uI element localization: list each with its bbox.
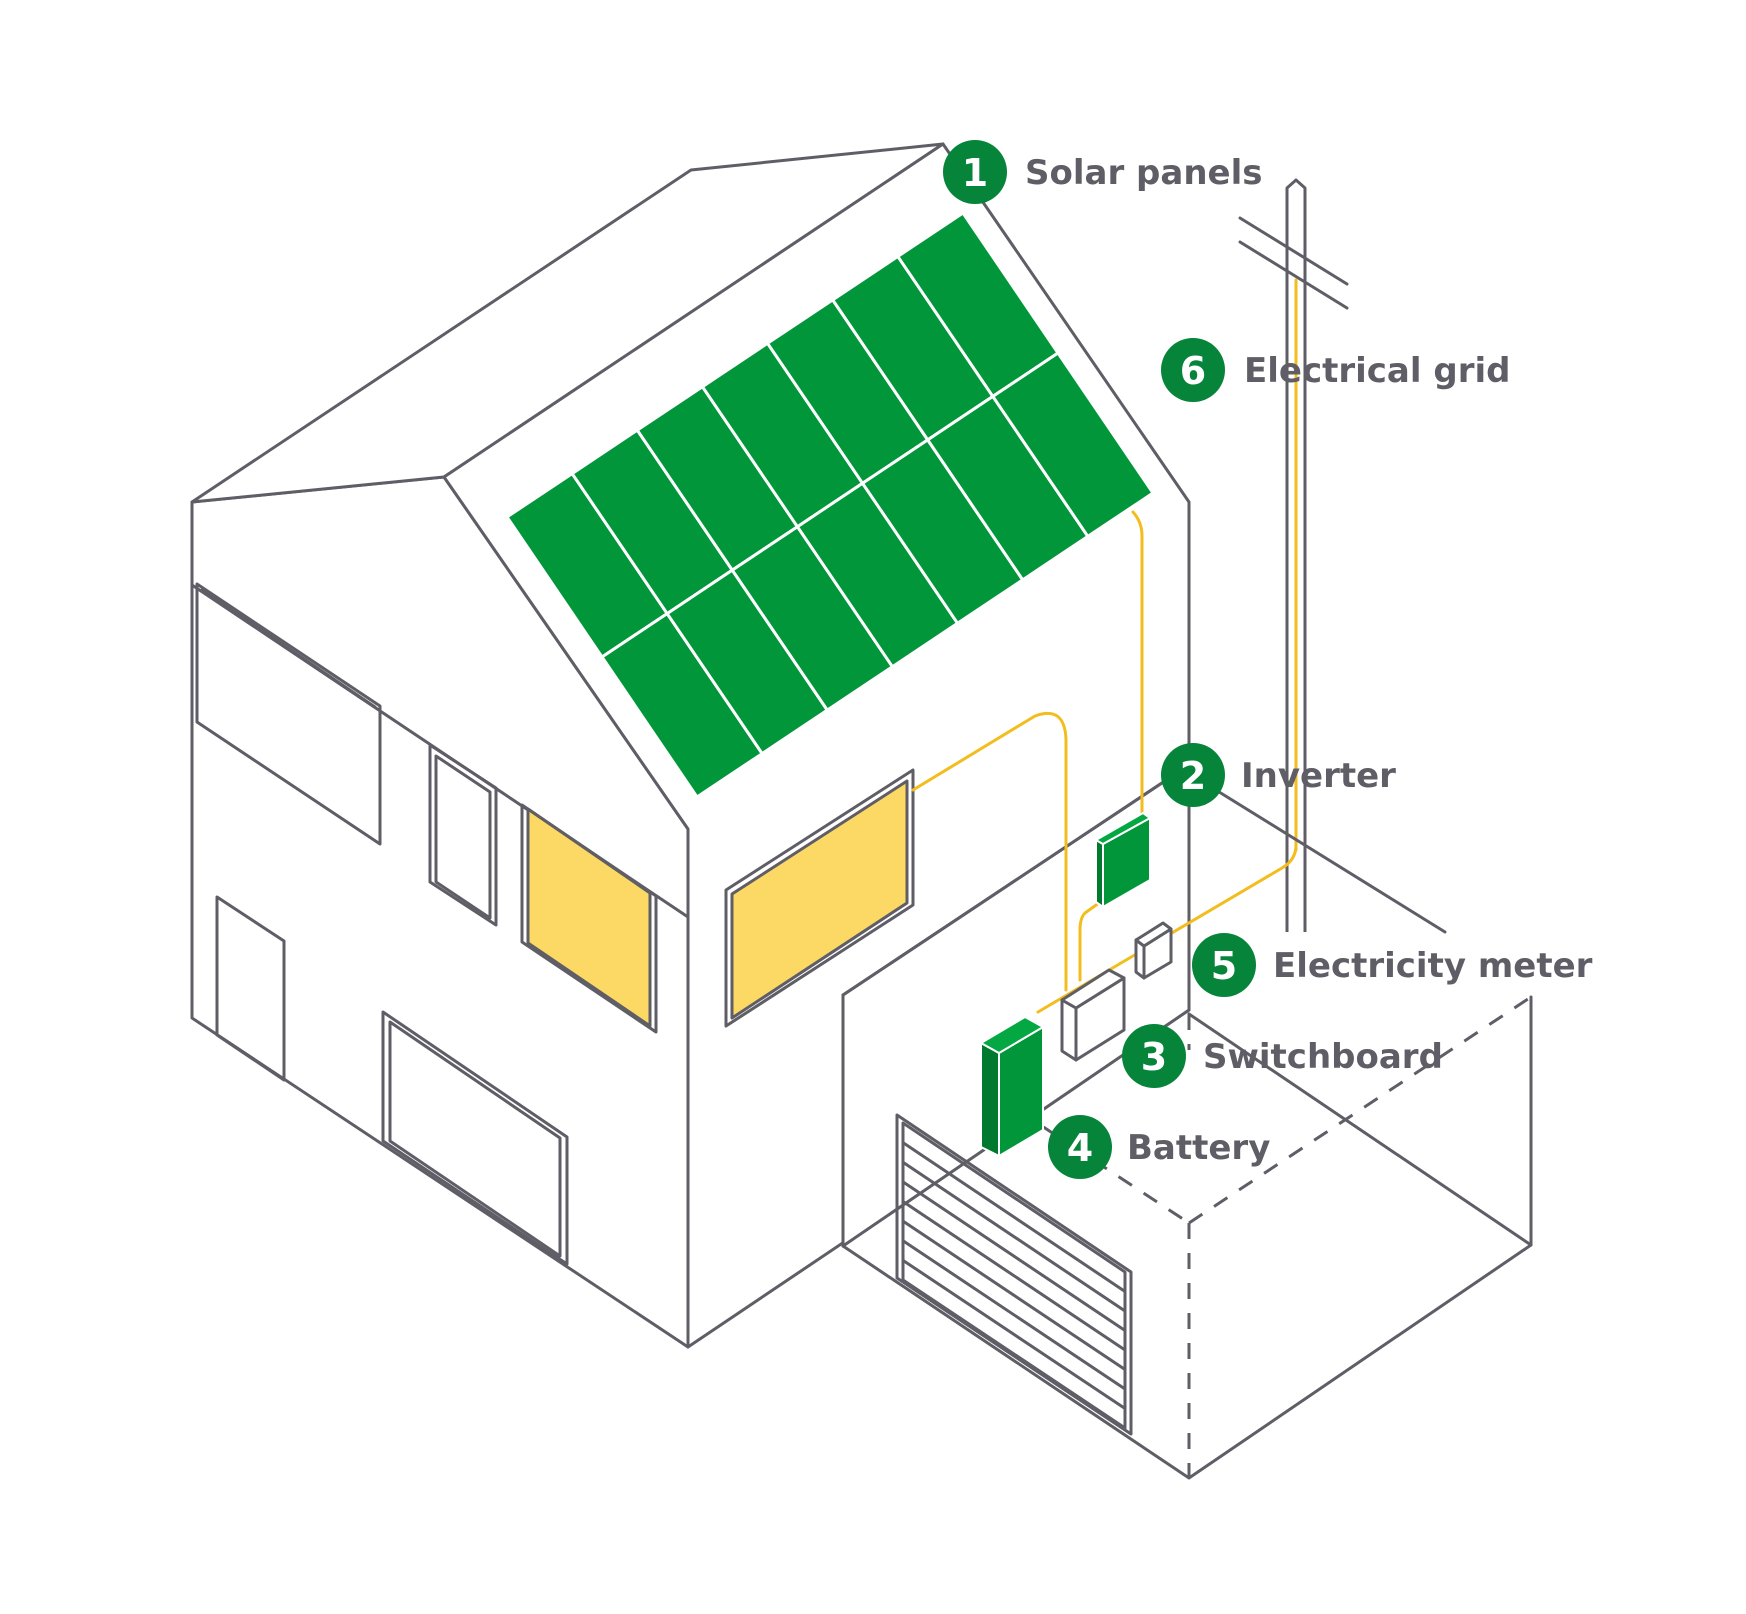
callout-label-electricity-meter: Electricity meter <box>1273 946 1593 986</box>
callout-4: 4 Battery <box>1048 1115 1270 1179</box>
left-wall-openings <box>195 582 658 1266</box>
callout-number: 2 <box>1180 754 1206 798</box>
panel-to-inverter-wire <box>1131 510 1144 814</box>
garage-door-slat <box>901 1239 1127 1391</box>
lit-window-right <box>730 779 909 1020</box>
callout-2: 2 Inverter <box>1161 743 1396 807</box>
solar-panel-array <box>505 211 1155 799</box>
garage-door-slat <box>901 1141 1127 1293</box>
inverter-to-switchboard-wire <box>1078 898 1105 982</box>
garage-door-slat <box>901 1160 1127 1313</box>
callout-label-battery: Battery <box>1127 1128 1270 1168</box>
switchboard-unit <box>1060 968 1126 1062</box>
garage-door-slat <box>901 1219 1127 1371</box>
wiring <box>911 510 1298 1014</box>
garage-door-slat <box>901 1200 1127 1352</box>
callout-number: 6 <box>1180 349 1206 393</box>
callout-number: 1 <box>962 151 988 195</box>
callout-badge <box>1122 1024 1186 1088</box>
window-to-switchboard-wire <box>911 711 1068 992</box>
callout-label-solar-panels: Solar panels <box>1025 153 1263 193</box>
garage-door-slat <box>901 1180 1127 1332</box>
meter-to-grid-wire <box>1036 843 1298 1014</box>
callout-number: 5 <box>1211 944 1237 988</box>
callout-6: 6 Electrical grid <box>1161 338 1510 402</box>
callout-label-electrical-grid: Electrical grid <box>1244 351 1510 391</box>
garage-door <box>895 1113 1133 1436</box>
callout-label-switchboard: Switchboard <box>1203 1037 1443 1077</box>
callout-label-inverter: Inverter <box>1241 756 1396 796</box>
callout-5: 5 Electricity meter <box>1192 933 1593 997</box>
garage-door-slat <box>901 1258 1127 1410</box>
right-wall-window <box>724 768 915 1028</box>
callout-number: 4 <box>1067 1126 1093 1170</box>
electricity-meter-unit <box>1134 921 1173 980</box>
callout-badge <box>1048 1115 1112 1179</box>
callout-badge <box>943 140 1007 204</box>
callout-number: 3 <box>1141 1035 1167 1079</box>
utility-pole <box>1238 178 1349 932</box>
solar-panel <box>991 351 1155 538</box>
callout-badge <box>1161 743 1225 807</box>
callout-badge <box>1192 933 1256 997</box>
battery-unit <box>980 1016 1044 1157</box>
inverter-unit <box>1095 812 1151 908</box>
callout-badge <box>1161 338 1225 402</box>
callout-1: 1 Solar panels <box>943 140 1263 204</box>
callout-3: 3 Switchboard <box>1122 1024 1443 1088</box>
